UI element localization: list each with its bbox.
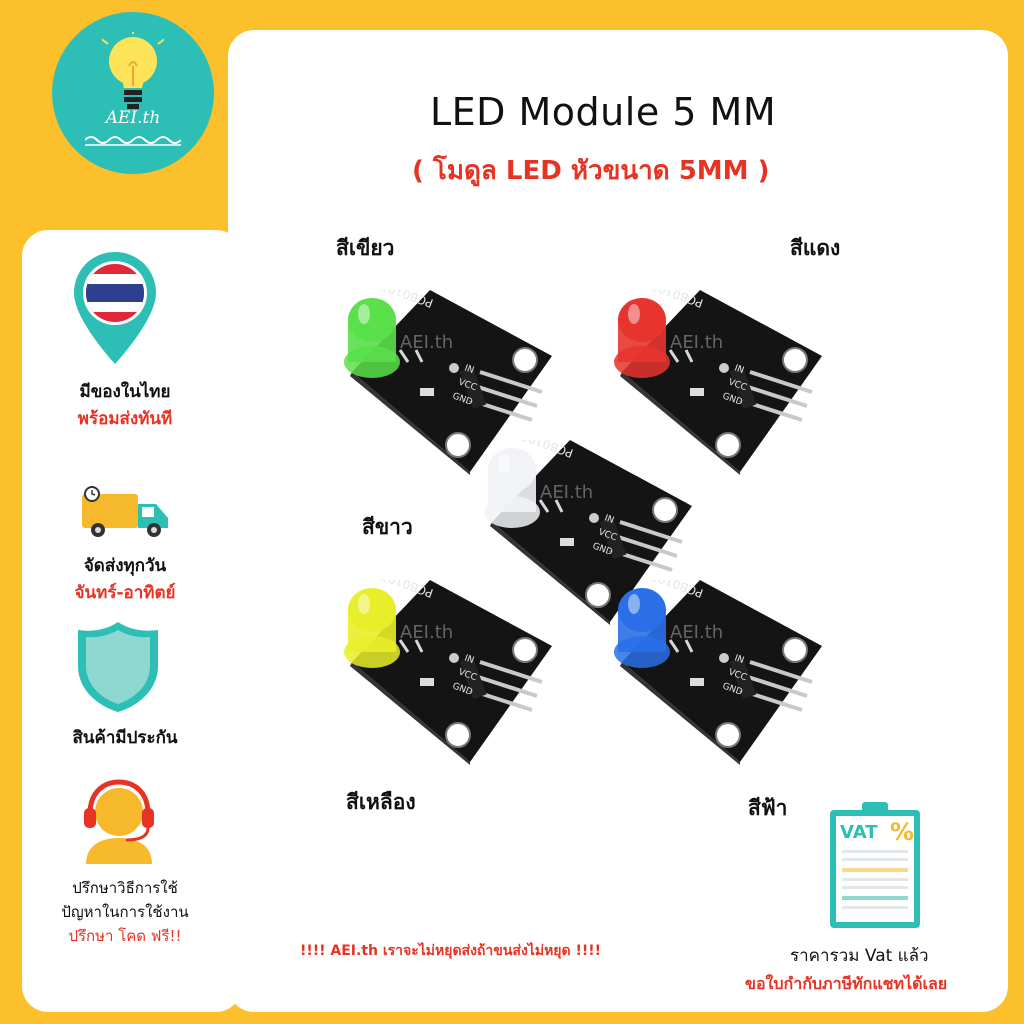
vat-line1: ราคารวม Vat แล้ว <box>790 946 929 966</box>
label-white: สีขาว <box>362 515 413 539</box>
map-pin-thai-flag-icon <box>74 252 156 364</box>
page-title: LED Module 5 MM <box>430 90 777 134</box>
vat-line2: ขอใบกำกับภาษีทักแชทได้เลย <box>745 974 948 993</box>
page-subtitle: ( โมดูล LED หัวขนาด 5MM ) <box>412 156 770 186</box>
feature-line: สินค้ามีประกัน <box>72 728 178 748</box>
pin-label: IN <box>733 363 745 376</box>
watermark: AEI.th <box>670 622 723 643</box>
label-green: สีเขียว <box>336 236 395 260</box>
pin-label: IN <box>603 513 615 526</box>
feature-in-stock: มีของในไทย พร้อมส่งทันที <box>30 378 220 432</box>
vat-badge: VAT <box>840 822 878 843</box>
pin-label: IN <box>463 653 475 666</box>
label-blue: สีฟ้า <box>748 796 788 820</box>
feature-line: จันทร์-อาทิตย์ <box>74 583 176 603</box>
shield-icon <box>78 622 158 712</box>
watermark: AEI.th <box>540 482 593 503</box>
brand-logo: AEI.th <box>52 12 214 174</box>
features-panel <box>22 230 242 1012</box>
vat-percent: % <box>890 818 914 846</box>
waves-decoration <box>85 136 181 146</box>
pin-label: IN <box>733 653 745 666</box>
watermark: AEI.th <box>670 332 723 353</box>
label-red: สีแดง <box>790 236 841 260</box>
label-yellow: สีเหลือง <box>346 790 416 814</box>
feature-warranty: สินค้ามีประกัน <box>30 724 220 751</box>
feature-line: มีของในไทย <box>79 382 171 402</box>
watermark: AEI.th <box>400 332 453 353</box>
feature-line: ปัญหาในการใช้งาน <box>61 903 189 921</box>
feature-support: ปรึกษาวิธีการใช้ ปัญหาในการใช้งาน ปรึกษา… <box>30 876 220 948</box>
feature-line: จัดส่งทุกวัน <box>83 556 167 576</box>
brand-name: AEI.th <box>105 108 161 128</box>
delivery-truck-icon <box>82 486 168 537</box>
footer-note: !!!! AEI.th เราจะไม่หยุดส่งถ้าขนส่งไม่หย… <box>300 943 601 959</box>
feature-delivery: จัดส่งทุกวัน จันทร์-อาทิตย์ <box>30 552 220 606</box>
watermark: AEI.th <box>400 622 453 643</box>
feature-line: ปรึกษาวิธีการใช้ <box>72 879 178 897</box>
feature-line: พร้อมส่งทันที <box>77 409 173 429</box>
lightbulb-icon <box>102 32 164 109</box>
pin-label: IN <box>463 363 475 376</box>
feature-line: ปรึกษา โคด ฟรี!! <box>68 927 182 945</box>
vat-document-icon: VAT % <box>830 802 920 928</box>
headset-support-icon <box>84 779 154 864</box>
